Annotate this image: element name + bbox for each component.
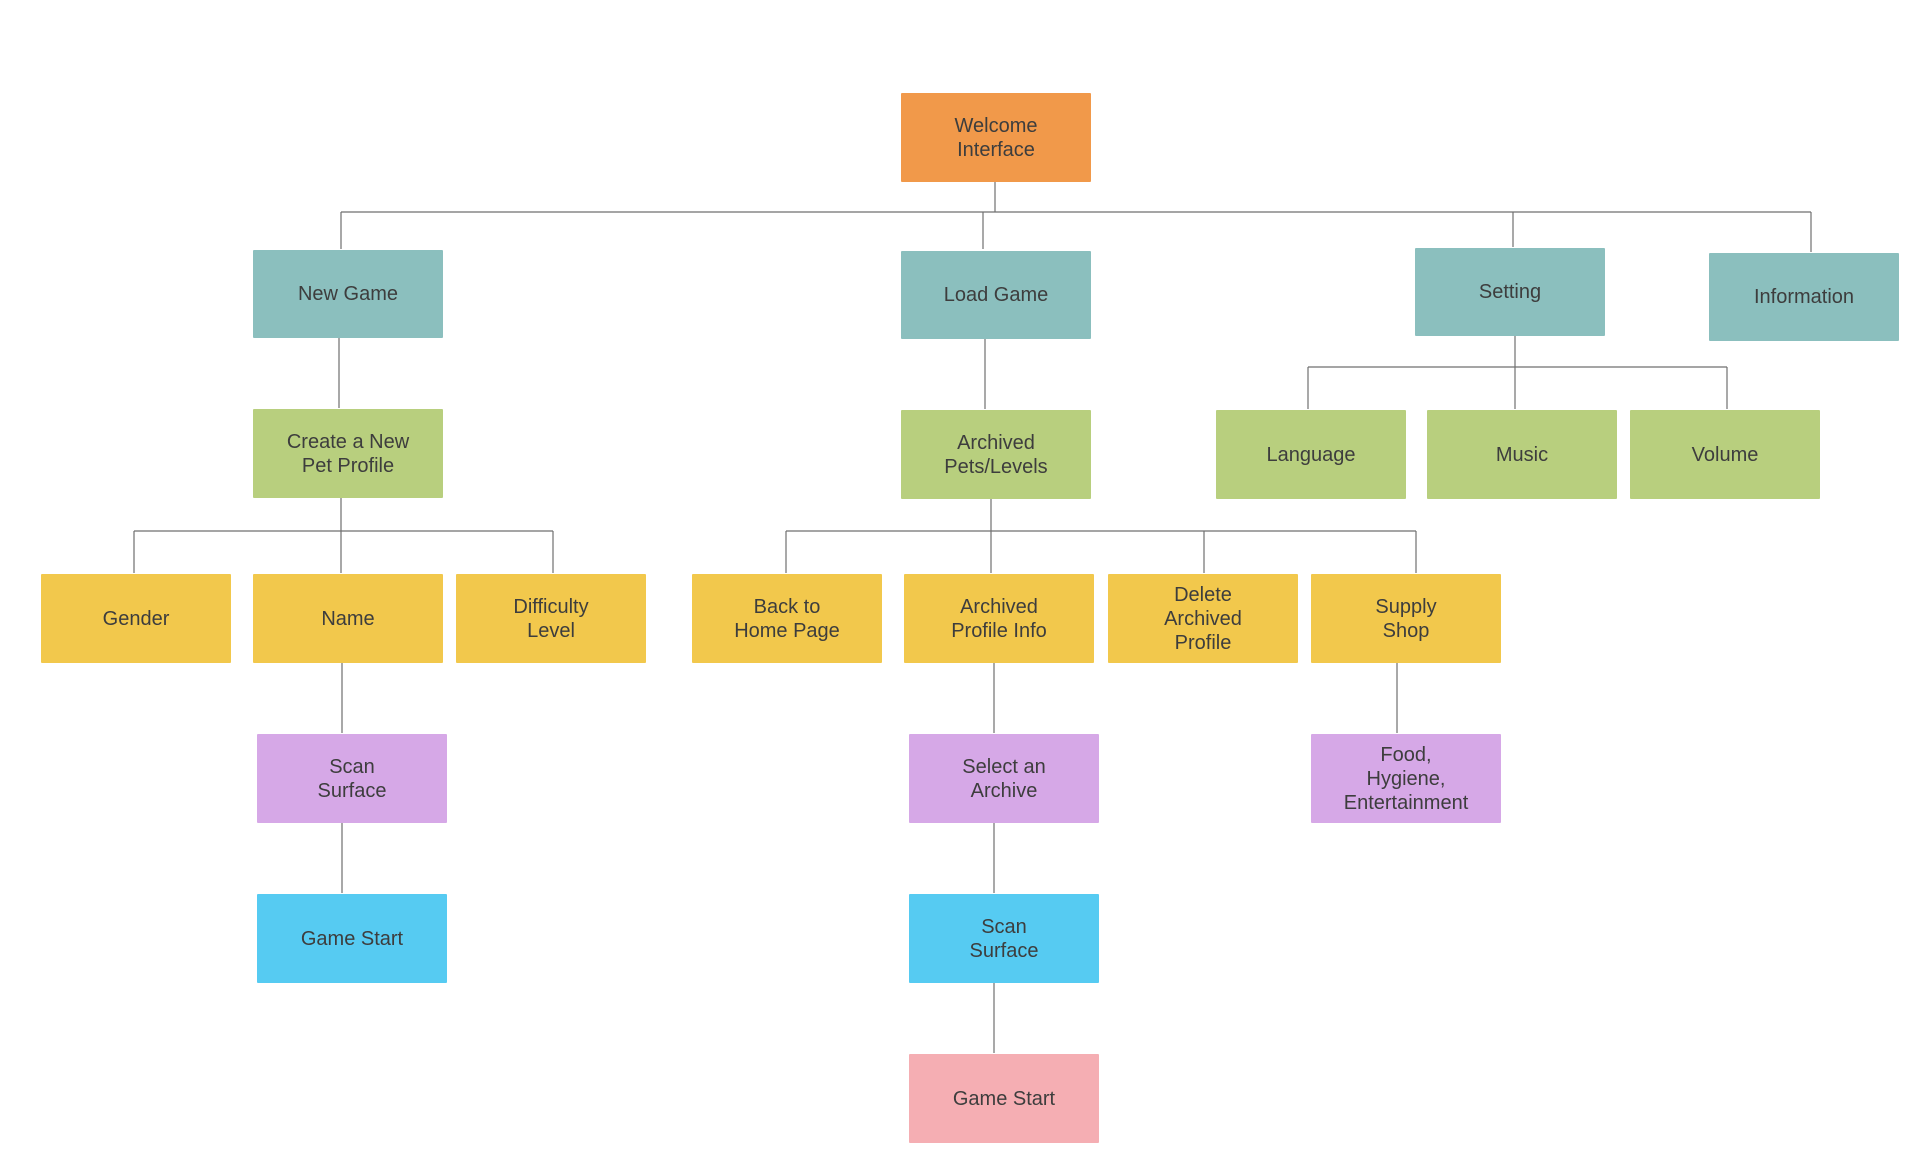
node-select-an-archive: Select an Archive bbox=[909, 734, 1099, 823]
node-new-game: New Game bbox=[253, 250, 443, 338]
node-game-start-load: Game Start bbox=[909, 1054, 1099, 1143]
node-difficulty-level: Difficulty Level bbox=[456, 574, 646, 663]
node-back-to-home-page: Back to Home Page bbox=[692, 574, 882, 663]
node-language: Language bbox=[1216, 410, 1406, 499]
node-scan-surface-load: Scan Surface bbox=[909, 894, 1099, 983]
node-music: Music bbox=[1427, 410, 1617, 499]
node-food-hygiene-entertainment: Food, Hygiene, Entertainment bbox=[1311, 734, 1501, 823]
node-name: Name bbox=[253, 574, 443, 663]
node-delete-archived-profile: Delete Archived Profile bbox=[1108, 574, 1298, 663]
node-create-pet-profile: Create a New Pet Profile bbox=[253, 409, 443, 498]
node-volume: Volume bbox=[1630, 410, 1820, 499]
node-scan-surface-new: Scan Surface bbox=[257, 734, 447, 823]
node-load-game: Load Game bbox=[901, 251, 1091, 339]
node-setting: Setting bbox=[1415, 248, 1605, 336]
node-information: Information bbox=[1709, 253, 1899, 341]
node-gender: Gender bbox=[41, 574, 231, 663]
node-archived-profile-info: Archived Profile Info bbox=[904, 574, 1094, 663]
node-supply-shop: Supply Shop bbox=[1311, 574, 1501, 663]
node-game-start-new: Game Start bbox=[257, 894, 447, 983]
node-welcome-interface: Welcome Interface bbox=[901, 93, 1091, 182]
node-archived-pets-levels: Archived Pets/Levels bbox=[901, 410, 1091, 499]
